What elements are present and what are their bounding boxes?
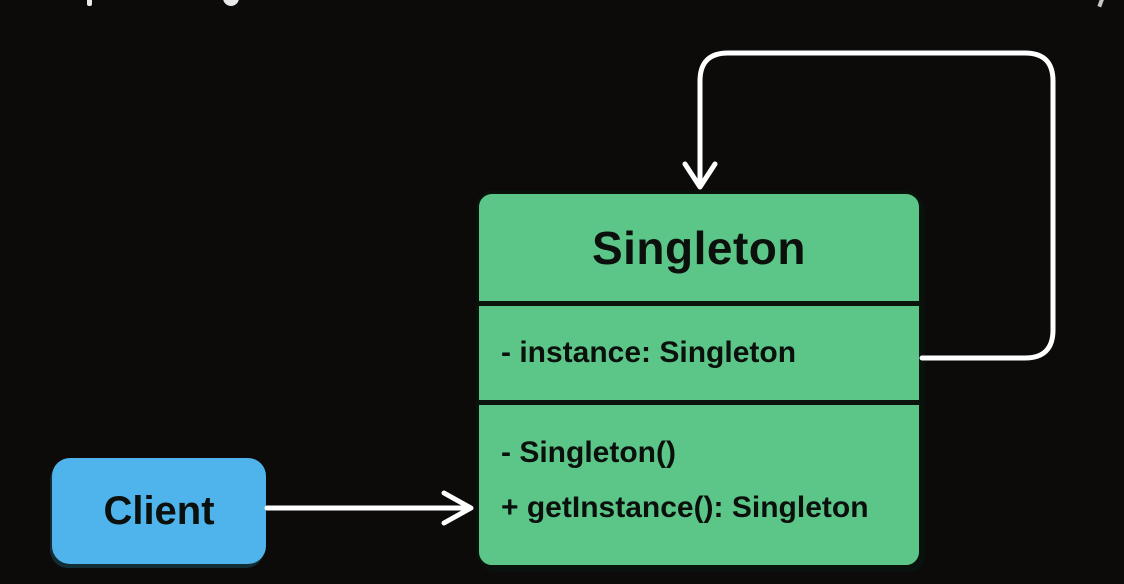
class-name: Singleton <box>591 221 807 274</box>
client-label: Client <box>103 488 215 533</box>
cropped-glyph-fragment <box>223 0 239 6</box>
class-methods-compartment: - Singleton() + getInstance(): Singleton <box>479 400 919 565</box>
attribute-line: - instance: Singleton <box>501 336 797 369</box>
cropped-glyph-fragment <box>1097 0 1105 8</box>
cropped-glyph-fragment <box>87 0 92 6</box>
method-line: - Singleton() <box>501 436 676 469</box>
client-box: Client <box>52 458 266 564</box>
singleton-class-box: Singleton - instance: Singleton - Single… <box>476 191 922 568</box>
client-association-arrowhead-icon <box>441 490 474 526</box>
class-attributes-compartment: - instance: Singleton <box>479 301 919 400</box>
self-association-arrowhead-icon <box>682 161 718 190</box>
method-line: + getInstance(): Singleton <box>501 491 869 524</box>
